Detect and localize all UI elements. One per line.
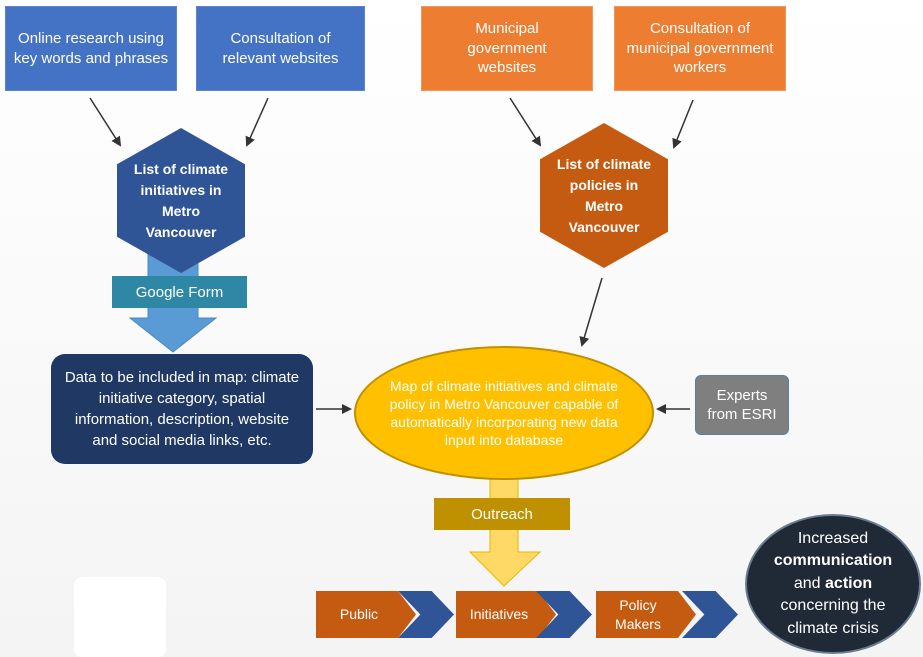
arrow-municipal-to-policies bbox=[509, 97, 542, 147]
source-relevant-websites-text: Consultation of relevant websites bbox=[222, 30, 339, 67]
chevron-policy-makers: Policy Makers bbox=[596, 591, 696, 638]
source-municipal-websites-text: Municipal government websites bbox=[467, 20, 547, 77]
arrow-workers-to-policies bbox=[672, 99, 694, 149]
block-arrow-outreach bbox=[468, 477, 542, 587]
chevron-policy-makers-text: Policy Makers bbox=[615, 597, 661, 632]
hexagon-climate-policies-text: List of climate policies in Metro Vancou… bbox=[556, 155, 652, 235]
outcome-line5: concerning the climate crisis bbox=[780, 597, 886, 637]
outcome-line2: communication bbox=[773, 552, 893, 570]
outcome-line4: action bbox=[825, 574, 873, 592]
chevron-initiatives-text: Initiatives bbox=[469, 606, 529, 623]
source-online-research-text: Online research using key words and phra… bbox=[13, 30, 169, 67]
source-online-research: Online research using key words and phra… bbox=[5, 6, 177, 91]
outcome-line3: and bbox=[793, 574, 821, 592]
arrow-research-to-list bbox=[89, 97, 122, 147]
source-relevant-websites: Consultation of relevant websites bbox=[196, 6, 365, 91]
arrow-websites-to-list bbox=[245, 97, 269, 147]
chevron-public-text: Public bbox=[339, 606, 379, 623]
source-municipal-websites: Municipal government websites bbox=[421, 6, 593, 91]
outreach-text: Outreach bbox=[471, 505, 533, 523]
experts-esri-box: Experts from ESRI bbox=[695, 375, 789, 435]
experts-esri-text: Experts from ESRI bbox=[707, 386, 777, 424]
hexagon-climate-initiatives: List of climate initiatives in Metro Van… bbox=[117, 128, 245, 273]
source-municipal-workers: Consultation of municipal government wor… bbox=[614, 6, 786, 91]
google-form-text: Google Form bbox=[135, 283, 224, 301]
outcome-circle: Increased communication and action conce… bbox=[745, 514, 921, 654]
chevron-initiatives: Initiatives bbox=[456, 591, 556, 638]
map-ellipse: Map of climate initiatives and climate p… bbox=[354, 346, 654, 480]
google-form-label: Google Form bbox=[112, 276, 247, 308]
source-municipal-workers-text: Consultation of municipal government wor… bbox=[626, 20, 774, 77]
chevron-public: Public bbox=[316, 591, 416, 638]
hexagon-climate-initiatives-text: List of climate initiatives in Metro Van… bbox=[133, 160, 229, 240]
outcome-line1: Increased bbox=[797, 530, 869, 548]
data-to-include-text: Data to be included in map: climate init… bbox=[64, 369, 300, 449]
blank-placeholder-shape bbox=[74, 577, 166, 657]
arrow-policies-to-map bbox=[579, 277, 603, 347]
outcome-line-and-action: and action bbox=[794, 573, 872, 595]
map-ellipse-text: Map of climate initiatives and climate p… bbox=[389, 377, 619, 449]
data-to-include-box: Data to be included in map: climate init… bbox=[51, 354, 313, 464]
outreach-label: Outreach bbox=[434, 498, 570, 530]
